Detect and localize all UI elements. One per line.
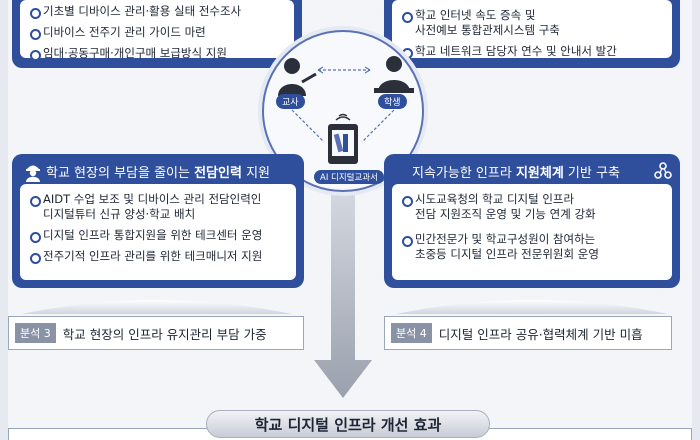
list-item: 임대·공동구매·개인구매 보급방식 지원 — [30, 46, 284, 61]
list-item: 학교 네트워크 담당자 연수 및 안내서 발간 — [402, 44, 662, 59]
list-item: 디지털 인프라 통합지원을 위한 테크센터 운영 — [30, 228, 286, 243]
list-item: 전주기적 인프라 관리를 위한 테크매니저 지원 — [30, 249, 286, 264]
panel-device-management: 기초별 디바이스 관리·활용 실태 전수조사 디바이스 전주기 관리 가이드 마… — [12, 0, 302, 68]
list-item: 디바이스 전주기 관리 가이드 마련 — [30, 25, 284, 40]
panel-title: 지속가능한 인프라 지원체계 기반 구축 — [384, 160, 680, 182]
panel-support-system: 지속가능한 인프라 지원체계 기반 구축 시도교육청의 학교 디지털 인프라 전… — [384, 154, 680, 288]
support-system-list: 시도교육청의 학교 디지털 인프라 전담 지원조직 운영 및 기능 연계 강화 … — [402, 192, 662, 262]
list-item-line1: 디지털 인프라 통합지원을 위한 테크센터 운영 — [43, 228, 263, 242]
list-item-line1: 민간전문가 및 학교구성원이 참여하는 — [415, 232, 596, 246]
arrow-student-book-icon — [361, 109, 395, 143]
down-arrow-icon — [314, 190, 372, 398]
analysis-4: 분석 4 디지털 인프라 공유·협력체계 기반 미흡 — [384, 316, 672, 350]
panel-dedicated-staff: 학교 현장의 부담을 줄이는 전담인력 지원 AIDT 수업 보조 및 디바이스… — [12, 154, 304, 288]
panel-title: 학교 현장의 부담을 줄이는 전담인력 지원 — [12, 160, 304, 182]
effect-title: 학교 디지털 인프라 개선 효과 — [206, 410, 490, 438]
list-item-line2: 전담 지원조직 운영 및 기능 연계 강화 — [415, 207, 596, 221]
teacher-icon — [278, 58, 317, 96]
title-strong: 지원체계 — [515, 165, 564, 181]
title-prefix: 지속가능한 인프라 — [412, 165, 516, 181]
analysis-text: 디지털 인프라 공유·협력체계 기반 미흡 — [438, 326, 643, 342]
panel-dedicated-staff-body: AIDT 수업 보조 및 디바이스 관리 전담인력인 디지털튜터 신규 양성·학… — [20, 184, 296, 280]
list-item-line2: 디지털튜터 신규 양성·학교 배치 — [43, 207, 196, 221]
list-item-line1: 전주기적 인프라 관리를 위한 테크매니저 지원 — [43, 249, 263, 263]
worker-icon — [26, 165, 40, 182]
title-suffix: 기반 구축 — [563, 165, 620, 181]
list-item-line1: 학교 네트워크 담당자 연수 및 안내서 발간 — [415, 44, 617, 58]
dedicated-staff-list: AIDT 수업 보조 및 디바이스 관리 전담인력인 디지털튜터 신규 양성·학… — [30, 192, 286, 264]
panel-device-management-body: 기초별 디바이스 관리·활용 실태 전수조사 디바이스 전주기 관리 가이드 마… — [20, 0, 294, 61]
panel-support-system-body: 시도교육청의 학교 디지털 인프라 전담 지원조직 운영 및 기능 연계 강화 … — [392, 184, 672, 280]
teacher-label: 교사 — [276, 94, 305, 109]
panel-network-body: 학교 인터넷 속도 증속 및 사전예보 통합관제시스템 구축 학교 네트워크 담… — [392, 0, 672, 59]
title-strong: 전담인력 — [194, 165, 242, 181]
title-suffix: 지원 — [241, 165, 270, 181]
arrow-teacher-book-icon — [291, 109, 325, 143]
panel-network: 학교 인터넷 속도 증속 및 사전예보 통합관제시스템 구축 학교 네트워크 담… — [384, 0, 680, 68]
list-item-line2: 초중등 디지털 인프라 전문위원회 운영 — [415, 247, 599, 261]
mound-right-icon — [396, 300, 668, 314]
analysis-tag: 분석 4 — [391, 323, 432, 343]
analysis-3: 분석 3 학교 현장의 인프라 유지관리 부담 가중 — [8, 316, 304, 350]
list-item: 기초별 디바이스 관리·활용 실태 전수조사 — [30, 4, 284, 19]
analysis-text: 학교 현장의 인프라 유지관리 부담 가중 — [62, 326, 267, 342]
list-item: 시도교육청의 학교 디지털 인프라 전담 지원조직 운영 및 기능 연계 강화 — [402, 192, 662, 222]
list-item-text: 디바이스 전주기 관리 가이드 마련 — [43, 25, 206, 39]
list-item: 민간전문가 및 학교구성원이 참여하는 초중등 디지털 인프라 전문위원회 운영 — [402, 232, 662, 262]
analysis-tag: 분석 3 — [15, 323, 56, 343]
student-icon — [374, 56, 414, 93]
network-list: 학교 인터넷 속도 증속 및 사전예보 통합관제시스템 구축 학교 네트워크 담… — [402, 8, 662, 59]
center-diagram-graphics — [278, 56, 414, 164]
ai-textbook-label: AI 디지털교과서 — [314, 170, 384, 184]
list-item-line1: 시도교육청의 학교 디지털 인프라 — [415, 192, 575, 206]
mound-left-icon — [22, 300, 292, 314]
list-item-line1: 학교 인터넷 속도 증속 및 — [415, 8, 536, 22]
title-prefix: 학교 현장의 부담을 줄이는 — [46, 165, 195, 181]
list-item-line2: 사전예보 통합관제시스템 구축 — [415, 23, 560, 37]
list-item: AIDT 수업 보조 및 디바이스 관리 전담인력인 디지털튜터 신규 양성·학… — [30, 192, 286, 222]
student-label: 학생 — [378, 94, 407, 109]
list-item: 학교 인터넷 속도 증속 및 사전예보 통합관제시스템 구축 — [402, 8, 662, 38]
device-management-list: 기초별 디바이스 관리·활용 실태 전수조사 디바이스 전주기 관리 가이드 마… — [30, 4, 284, 61]
list-item-text: 임대·공동구매·개인구매 보급방식 지원 — [43, 46, 227, 60]
gear-network-icon — [654, 162, 672, 179]
list-item-text: 기초별 디바이스 관리·활용 실태 전수조사 — [43, 4, 242, 18]
tablet-icon — [328, 113, 358, 164]
list-item-line1: AIDT 수업 보조 및 디바이스 관리 전담인력인 — [43, 192, 262, 206]
